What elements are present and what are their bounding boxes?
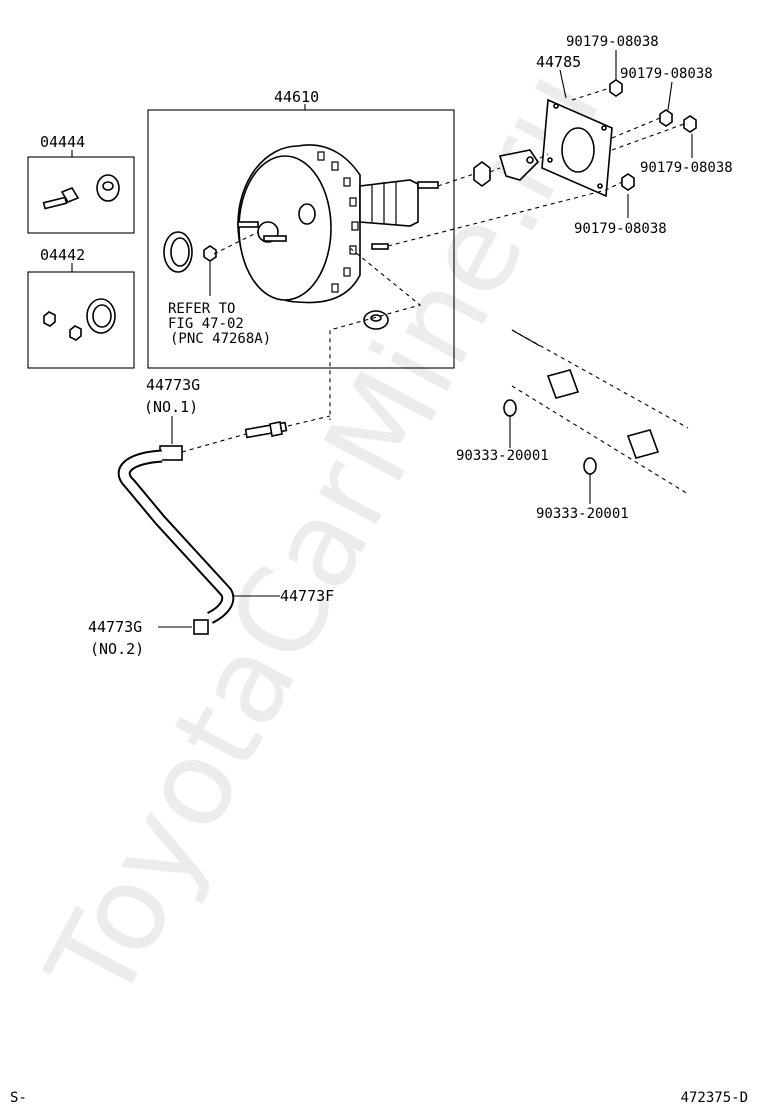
label-04444[interactable]: 04444 [40,133,85,151]
label-90333-a[interactable]: 90333-20001 [456,448,549,464]
nut-d [621,173,635,191]
booster-rear-housing [359,179,419,227]
clamp-no1 [159,445,183,461]
firewall-group: 90333-20001 90333-20001 [456,329,689,522]
hose-group: 44773G (NO.1) 44773F 44773G (NO.2) [88,376,334,658]
kit-04442-frame [27,271,135,369]
footer-left: S- [10,1090,27,1106]
clevis-nut [473,161,491,187]
label-04442[interactable]: 04442 [40,246,85,264]
plug-a [503,399,517,417]
label-44785[interactable]: 44785 [536,53,581,71]
bracket-group: 44785 90179-08038 90179-08038 90179-0803… [387,34,733,247]
booster-front-shell [238,155,332,301]
kit-04442-group: 04442 [27,246,135,369]
plug-b [583,457,597,475]
kit-04444-frame [27,156,135,234]
clamp-no2 [193,619,209,635]
booster-frame [147,109,455,369]
refer-text-3: (PNC 47268A) [170,331,271,347]
booster-group: 44610 REFER TO FIG 47- [147,88,455,420]
label-90179-b[interactable]: 90179-08038 [620,66,713,82]
label-90179-d[interactable]: 90179-08038 [574,221,667,237]
nut-a [609,79,623,97]
label-44610[interactable]: 44610 [274,88,319,106]
label-44773g-2[interactable]: 44773G [88,618,142,636]
footer-figure-number: 472375-D [680,1090,748,1106]
label-90179-c[interactable]: 90179-08038 [640,160,733,176]
refer-text-2: FIG 47-02 [168,316,244,332]
kit-04444-group: 04444 [27,133,135,234]
nut-c [683,115,697,133]
label-90179-a[interactable]: 90179-08038 [566,34,659,50]
label-44773f[interactable]: 44773F [280,587,334,605]
nut-b [659,109,673,127]
label-90333-b[interactable]: 90333-20001 [536,506,629,522]
label-44773g-1[interactable]: 44773G [146,376,200,394]
label-44773g-2-sub: (NO.2) [90,640,144,658]
refer-nut [203,245,217,262]
label-44773g-1-sub: (NO.1) [144,398,198,416]
refer-text-1: REFER TO [168,301,235,317]
